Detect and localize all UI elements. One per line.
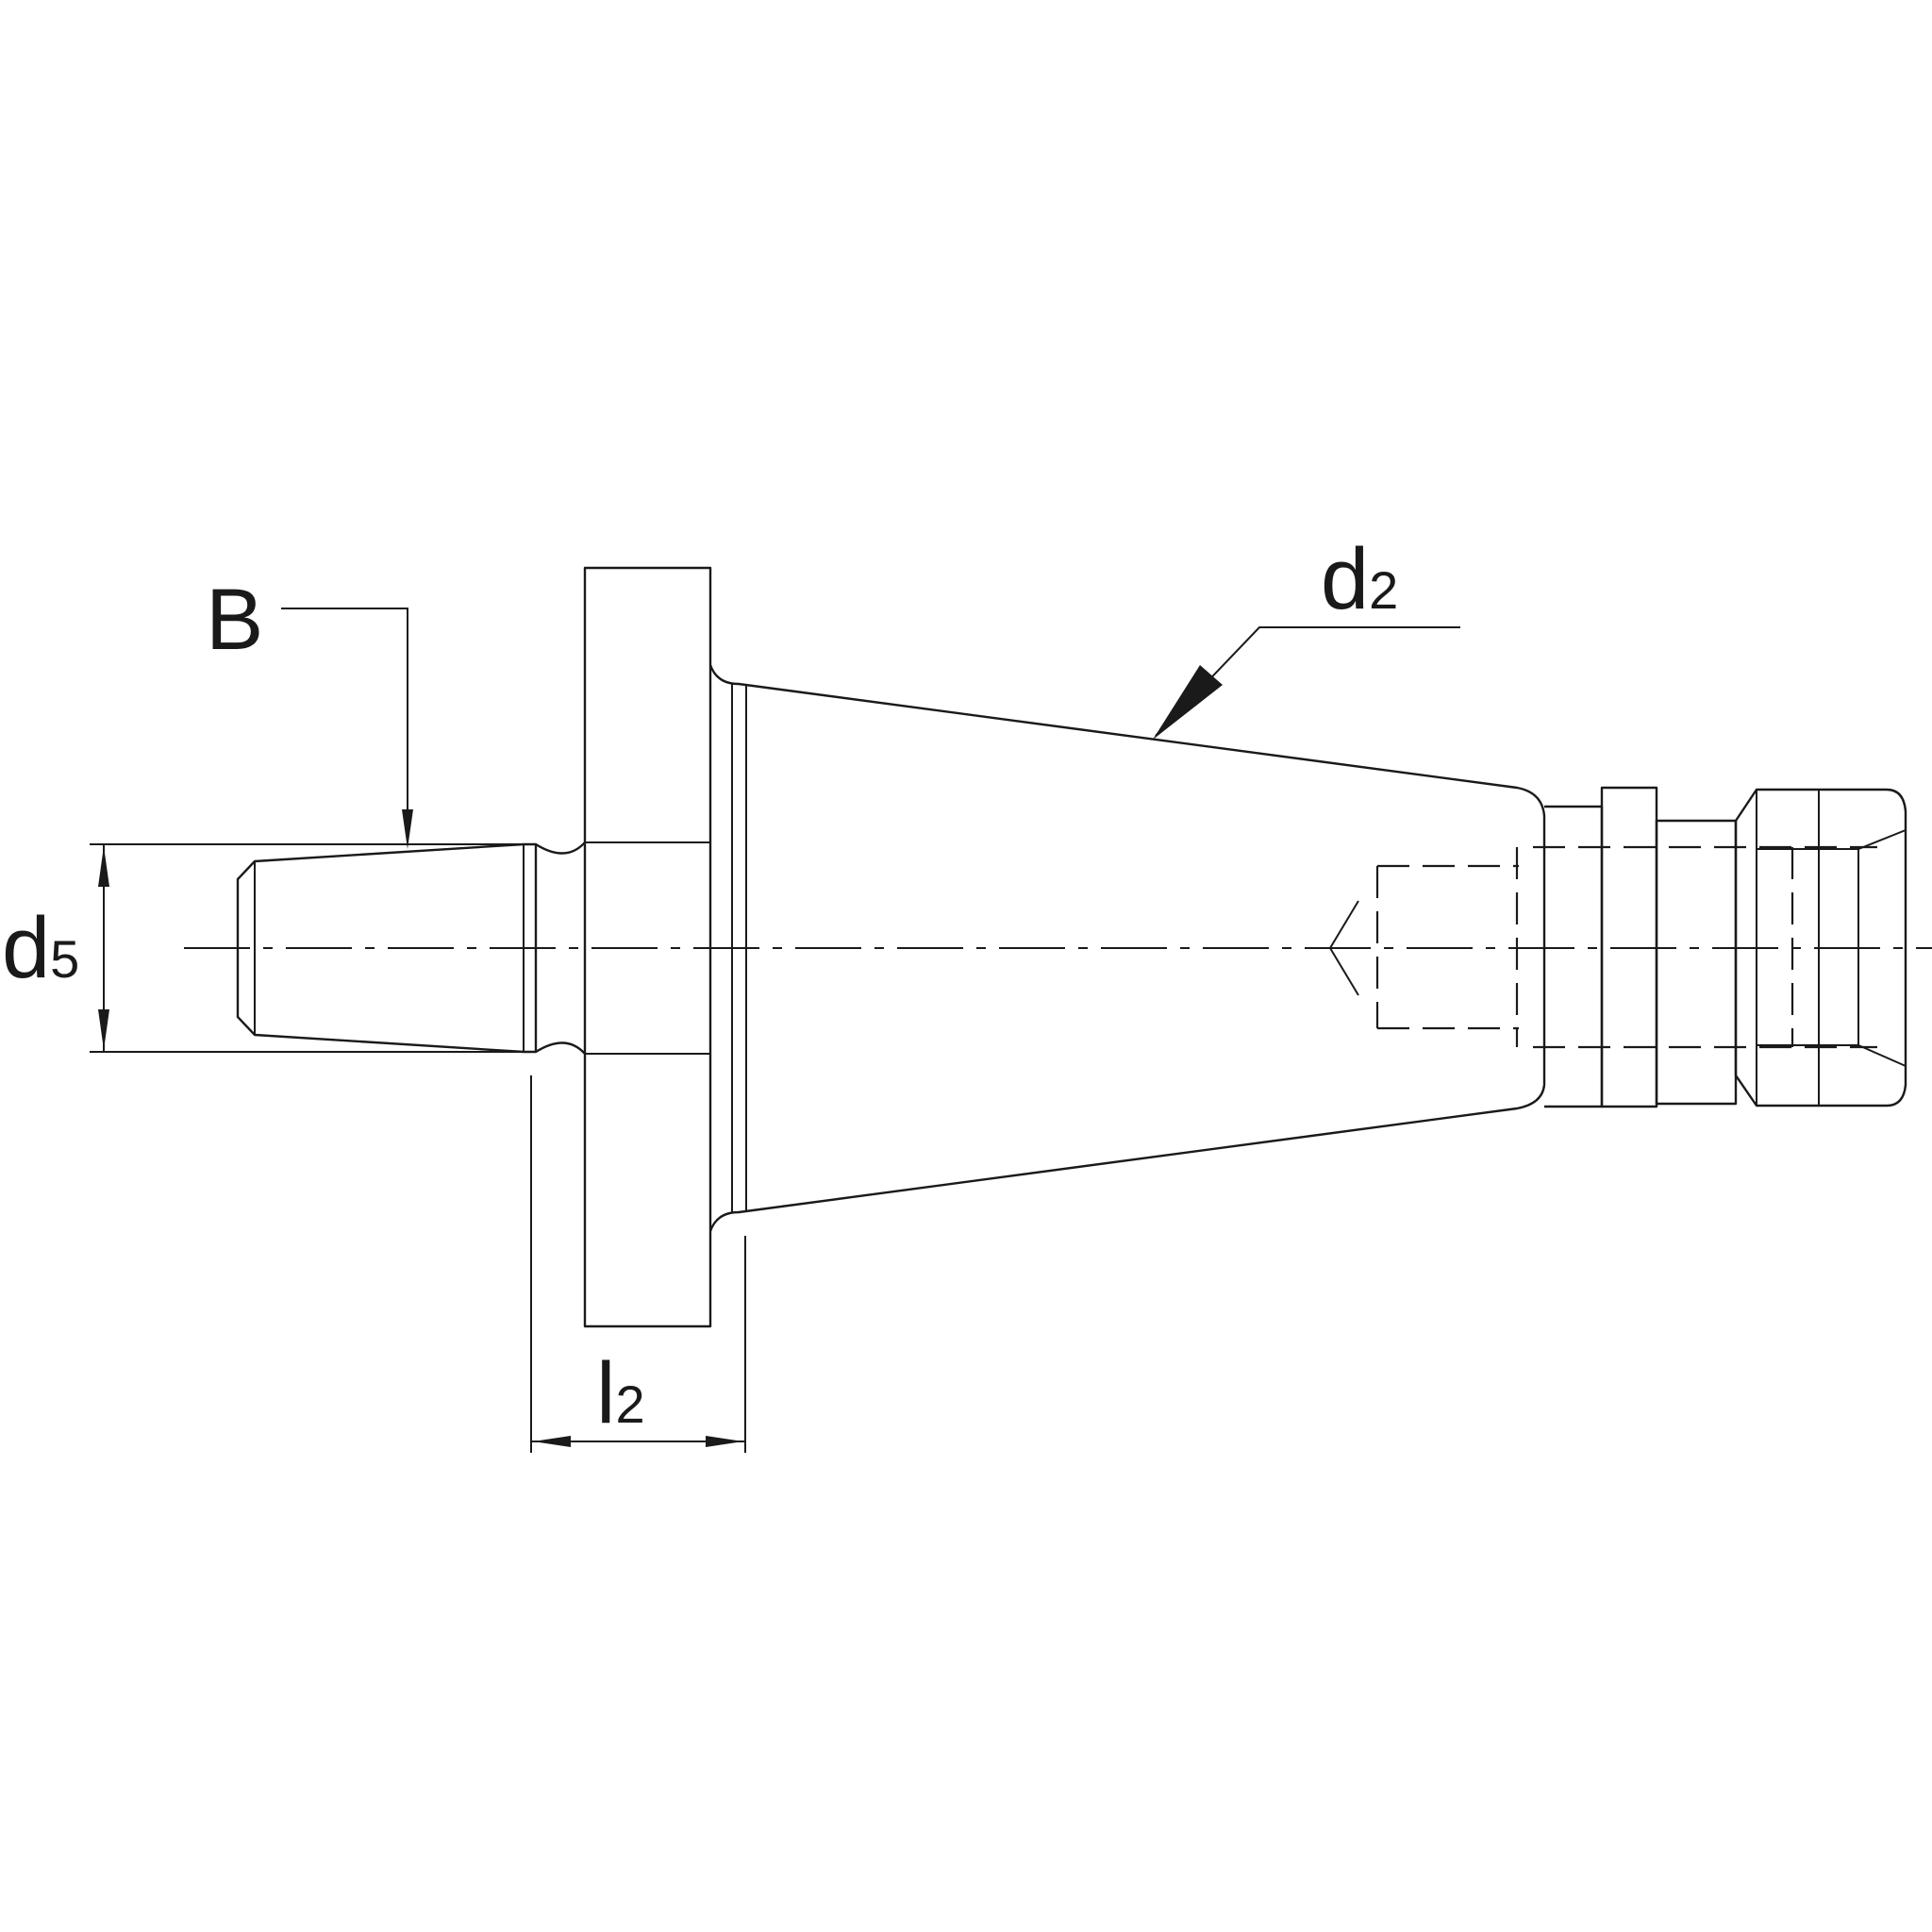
pull-stud [1544, 786, 1907, 1108]
dimension-d5-label: d5 [2, 900, 79, 996]
dimension-l2: l2 [530, 1075, 746, 1453]
hidden-bore-lines [1328, 845, 1877, 1049]
dimension-d2: d2 [1153, 531, 1460, 740]
dimension-b: B [206, 572, 413, 849]
taper-body [708, 664, 1546, 1232]
dimension-l2-label: l2 [596, 1345, 645, 1441]
dimension-b-label: B [206, 572, 263, 668]
dimension-d5: d5 [2, 843, 524, 1053]
dimension-d2-label: d2 [1321, 531, 1398, 627]
pilot-shank [236, 841, 586, 1055]
flange [583, 566, 712, 1328]
